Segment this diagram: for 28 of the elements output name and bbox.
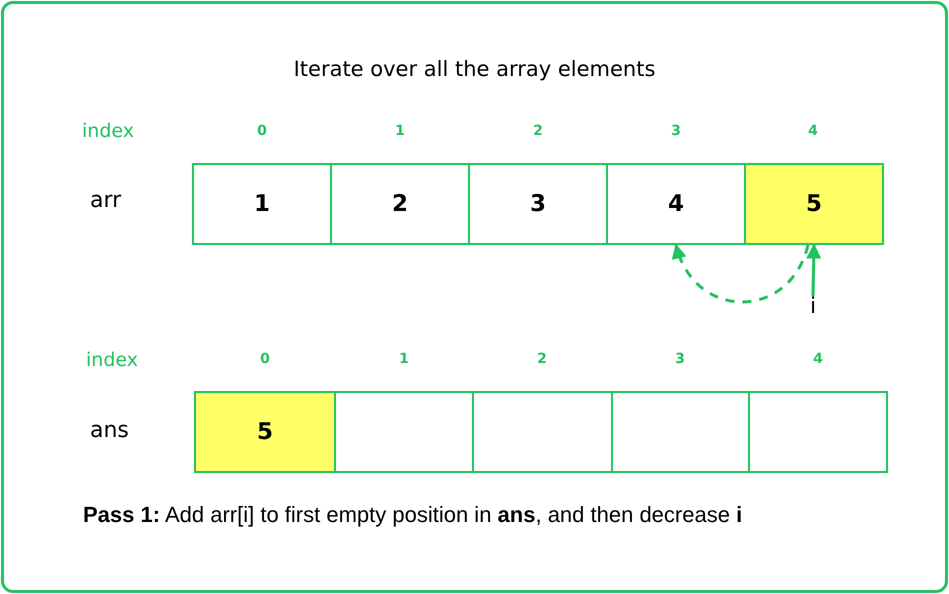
pass-description: Pass 1: Add arr[i] to first empty position in ans, and then decrease i (83, 504, 742, 526)
index-number: 3 (675, 352, 685, 366)
arrow (806, 244, 822, 296)
array-name: ans (90, 420, 129, 442)
array-cell (472, 391, 613, 473)
index-number: 2 (537, 352, 547, 366)
index-number: 1 (399, 352, 409, 366)
index-number: 1 (395, 124, 405, 138)
array-cell: 2 (330, 163, 470, 245)
diagram-title: Iterate over all the array elements (294, 57, 656, 81)
highlighted-array-cell: 5 (194, 391, 336, 473)
index-number: 4 (813, 352, 823, 366)
row-heading: index (86, 351, 138, 370)
index-number: 0 (260, 352, 270, 366)
array-cell (334, 391, 474, 473)
index-number: 3 (671, 124, 681, 138)
highlighted-array-cell: 5 (744, 163, 884, 245)
index-number: 4 (808, 124, 818, 138)
array-cell: 3 (468, 163, 608, 245)
dashed-arrow (673, 244, 810, 304)
index-number: 2 (533, 124, 543, 138)
pointer-label: i (810, 296, 816, 318)
array-cell (748, 391, 888, 473)
row-heading: index (82, 122, 134, 141)
array-cell (611, 391, 750, 473)
array-name: arr (90, 190, 122, 212)
array-cell: 1 (192, 163, 332, 245)
index-number: 0 (257, 124, 267, 138)
